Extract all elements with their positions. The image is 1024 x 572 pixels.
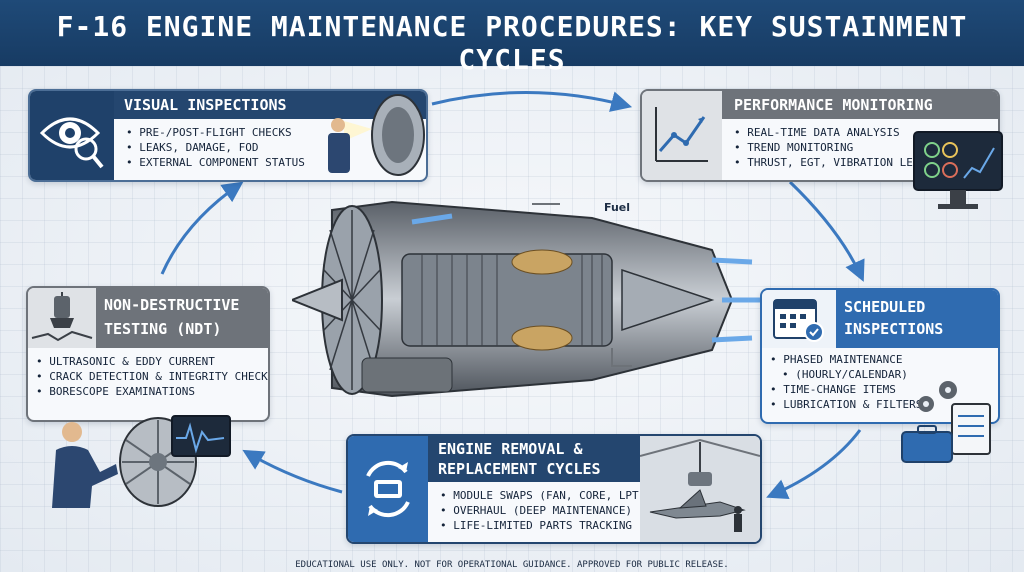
arrow-scheduled-to-removal bbox=[766, 429, 862, 499]
removal-icon-panel bbox=[348, 436, 428, 542]
list-item: TIME-CHANGE ITEMS bbox=[770, 382, 922, 397]
ndt-header: NON-DESTRUCTIVE TESTING (NDT) bbox=[96, 288, 268, 348]
arrow-visual-to-performance bbox=[431, 90, 633, 112]
list-item: LIFE-LIMITED PARTS TRACKING bbox=[440, 518, 645, 533]
list-item: TREND MONITORING bbox=[734, 140, 939, 155]
scheduled-header: SCHEDULED INSPECTIONS bbox=[836, 290, 998, 348]
ultrasonic-probe-icon bbox=[31, 292, 93, 342]
list-item: PHASED MAINTENANCE bbox=[770, 352, 922, 367]
list-item: CRACK DETECTION & INTEGRITY CHECKS bbox=[36, 369, 268, 384]
scheduled-title-line2: INSPECTIONS bbox=[844, 320, 944, 338]
scheduled-icon-panel bbox=[762, 290, 836, 348]
performance-list: REAL-TIME DATA ANALYSIS TREND MONITORING… bbox=[734, 125, 939, 170]
fuel-label: Fuel bbox=[604, 201, 631, 214]
card-engine-removal: ENGINE REMOVAL & REPLACEMENT CYCLES MODU… bbox=[346, 434, 762, 544]
removal-list: MODULE SWAPS (FAN, CORE, LPT) OVERHAUL (… bbox=[440, 488, 645, 533]
line-chart-icon bbox=[655, 107, 708, 162]
list-item: LEAKS, DAMAGE, FOD bbox=[126, 140, 305, 155]
eye-magnifier-icon bbox=[39, 117, 104, 169]
removal-title-line2: REPLACEMENT CYCLES bbox=[438, 460, 601, 478]
removal-title-line1: ENGINE REMOVAL & bbox=[438, 440, 583, 458]
monitor-dashboard-illustration bbox=[913, 131, 1003, 209]
list-item: PRE-/POST-FLIGHT CHECKS bbox=[126, 125, 305, 140]
technician-borescope-illustration bbox=[328, 94, 425, 176]
engine-cutaway bbox=[292, 200, 760, 398]
scheduled-list: PHASED MAINTENANCE (HOURLY/CALENDAR) TIM… bbox=[770, 352, 922, 412]
title-banner: F-16 ENGINE MAINTENANCE PROCEDURES: KEY … bbox=[0, 0, 1024, 76]
list-item: THRUST, EGT, VIBRATION LEVELS bbox=[734, 155, 939, 170]
ndt-technician-illustration bbox=[52, 415, 231, 508]
list-item: MODULE SWAPS (FAN, CORE, LPT) bbox=[440, 488, 645, 503]
performance-icon-panel bbox=[642, 91, 722, 180]
card-ndt: NON-DESTRUCTIVE TESTING (NDT) ULTRASONIC… bbox=[26, 286, 270, 422]
ndt-title-line2: TESTING (NDT) bbox=[104, 320, 222, 338]
arrow-performance-to-scheduled bbox=[788, 180, 865, 282]
footer-disclaimer: EDUCATIONAL USE ONLY. NOT FOR OPERATIONA… bbox=[295, 560, 729, 570]
performance-title: PERFORMANCE MONITORING bbox=[734, 96, 933, 114]
visual-header: VISUAL INSPECTIONS bbox=[114, 91, 426, 119]
ndt-icon-panel bbox=[28, 288, 96, 348]
visual-title: VISUAL INSPECTIONS bbox=[124, 96, 287, 114]
arrow-ndt-to-visual bbox=[160, 181, 244, 275]
ndt-list: ULTRASONIC & EDDY CURRENT CRACK DETECTIO… bbox=[36, 354, 268, 399]
card-visual-inspections: VISUAL INSPECTIONS PRE-/POST-FLIGHT CHEC… bbox=[28, 89, 428, 182]
list-item: (HOURLY/CALENDAR) bbox=[770, 367, 922, 382]
toolbox-clipboard-illustration bbox=[901, 381, 991, 463]
list-item: EXTERNAL COMPONENT STATUS bbox=[126, 155, 305, 170]
calendar-gear-icon bbox=[773, 299, 824, 342]
arrow-removal-to-ndt bbox=[242, 449, 343, 494]
list-item: LUBRICATION & FILTERS bbox=[770, 397, 922, 412]
scheduled-title-line1: SCHEDULED bbox=[844, 298, 926, 316]
list-item: OVERHAUL (DEEP MAINTENANCE) bbox=[440, 503, 645, 518]
removal-header: ENGINE REMOVAL & REPLACEMENT CYCLES bbox=[428, 436, 640, 482]
list-item: ULTRASONIC & EDDY CURRENT bbox=[36, 354, 268, 369]
performance-header: PERFORMANCE MONITORING bbox=[722, 91, 998, 119]
hangar-jet-illustration bbox=[640, 436, 760, 542]
list-item: BORESCOPE EXAMINATIONS bbox=[36, 384, 268, 399]
card-scheduled-inspections: SCHEDULED INSPECTIONS PHASED MAINTENANCE… bbox=[760, 288, 1000, 424]
visual-list: PRE-/POST-FLIGHT CHECKS LEAKS, DAMAGE, F… bbox=[126, 125, 305, 170]
list-item: REAL-TIME DATA ANALYSIS bbox=[734, 125, 939, 140]
engine-cycle-icon bbox=[366, 460, 410, 518]
visual-icon-panel bbox=[30, 91, 114, 180]
page-title: F-16 ENGINE MAINTENANCE PROCEDURES: KEY … bbox=[56, 10, 968, 76]
ndt-title-line1: NON-DESTRUCTIVE bbox=[104, 296, 240, 314]
